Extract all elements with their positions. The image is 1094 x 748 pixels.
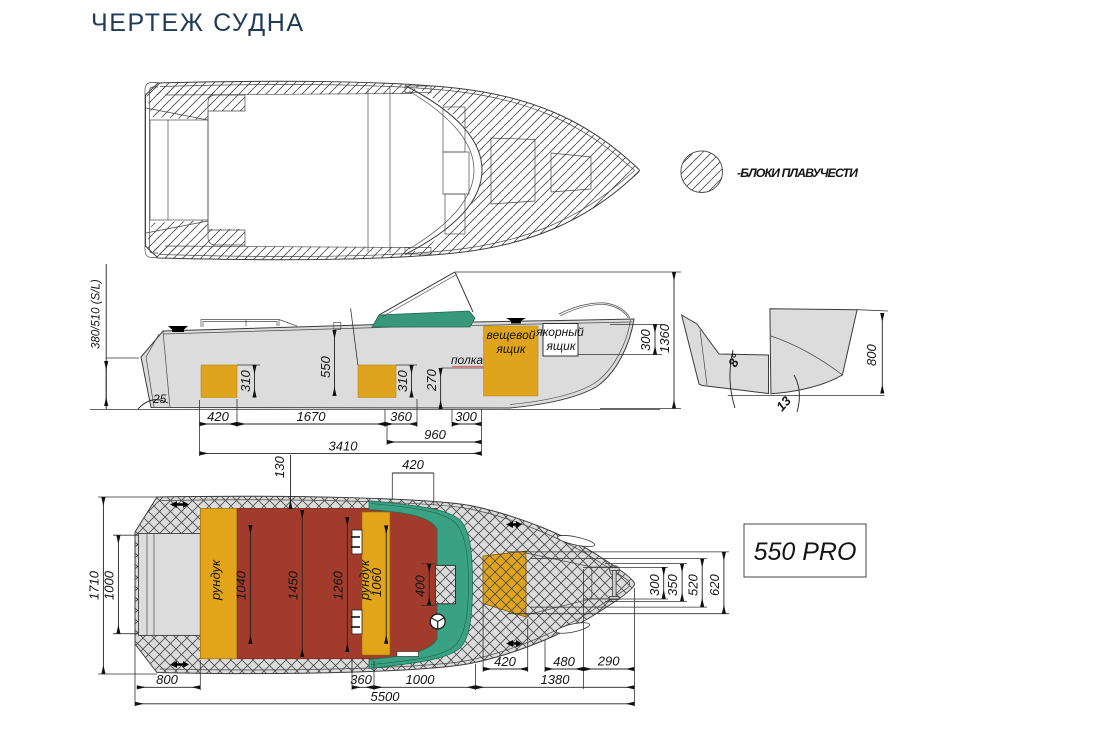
svg-text:550: 550 bbox=[318, 356, 333, 378]
svg-text:1670: 1670 bbox=[297, 409, 327, 424]
svg-text:800: 800 bbox=[156, 672, 178, 687]
svg-text:1360: 1360 bbox=[657, 323, 672, 353]
svg-text:вещевой: вещевой bbox=[487, 328, 536, 342]
svg-text:360: 360 bbox=[350, 672, 372, 687]
svg-text:1380: 1380 bbox=[541, 672, 571, 687]
svg-text:130: 130 bbox=[272, 456, 287, 478]
svg-text:400: 400 bbox=[412, 575, 427, 597]
svg-text:350: 350 bbox=[665, 574, 680, 596]
svg-text:290: 290 bbox=[597, 654, 620, 669]
svg-text:1000: 1000 bbox=[102, 570, 117, 600]
svg-text:рундук: рундук bbox=[208, 559, 223, 601]
svg-text:рундук: рундук bbox=[357, 559, 372, 601]
svg-text:480: 480 bbox=[553, 654, 575, 669]
svg-text:5500: 5500 bbox=[371, 689, 401, 704]
svg-text:300: 300 bbox=[455, 409, 477, 424]
svg-text:ящик: ящик bbox=[546, 339, 577, 353]
svg-text:3410: 3410 bbox=[329, 439, 359, 454]
svg-text:1040: 1040 bbox=[234, 570, 249, 600]
svg-text:25: 25 bbox=[152, 392, 167, 406]
svg-text:270: 270 bbox=[424, 369, 439, 392]
svg-text:420: 420 bbox=[494, 654, 516, 669]
svg-text:520: 520 bbox=[685, 574, 700, 596]
svg-text:310: 310 bbox=[238, 370, 253, 392]
svg-text:360: 360 bbox=[390, 409, 412, 424]
svg-text:960: 960 bbox=[424, 427, 446, 442]
svg-text:620: 620 bbox=[707, 574, 722, 596]
svg-text:800: 800 bbox=[864, 344, 879, 366]
svg-text:полка: полка bbox=[451, 353, 483, 367]
svg-text:1000: 1000 bbox=[406, 672, 436, 687]
svg-text:якорный: якорный bbox=[535, 325, 584, 339]
svg-text:1260: 1260 bbox=[330, 570, 345, 600]
svg-text:-БЛОКИ ПЛАВУЧЕСТИ: -БЛОКИ ПЛАВУЧЕСТИ bbox=[737, 166, 859, 180]
svg-text:310: 310 bbox=[395, 370, 410, 392]
svg-text:1710: 1710 bbox=[87, 570, 102, 600]
svg-text:1060: 1060 bbox=[369, 567, 384, 597]
svg-text:ящик: ящик bbox=[496, 342, 527, 356]
svg-text:550 PRO: 550 PRO bbox=[754, 538, 857, 566]
svg-text:300: 300 bbox=[638, 329, 653, 351]
svg-text:300: 300 bbox=[647, 574, 662, 596]
svg-text:420: 420 bbox=[402, 457, 424, 472]
svg-text:380/510 (S/L): 380/510 (S/L) bbox=[91, 279, 103, 349]
svg-text:420: 420 bbox=[207, 409, 229, 424]
svg-text:1450: 1450 bbox=[285, 570, 300, 600]
